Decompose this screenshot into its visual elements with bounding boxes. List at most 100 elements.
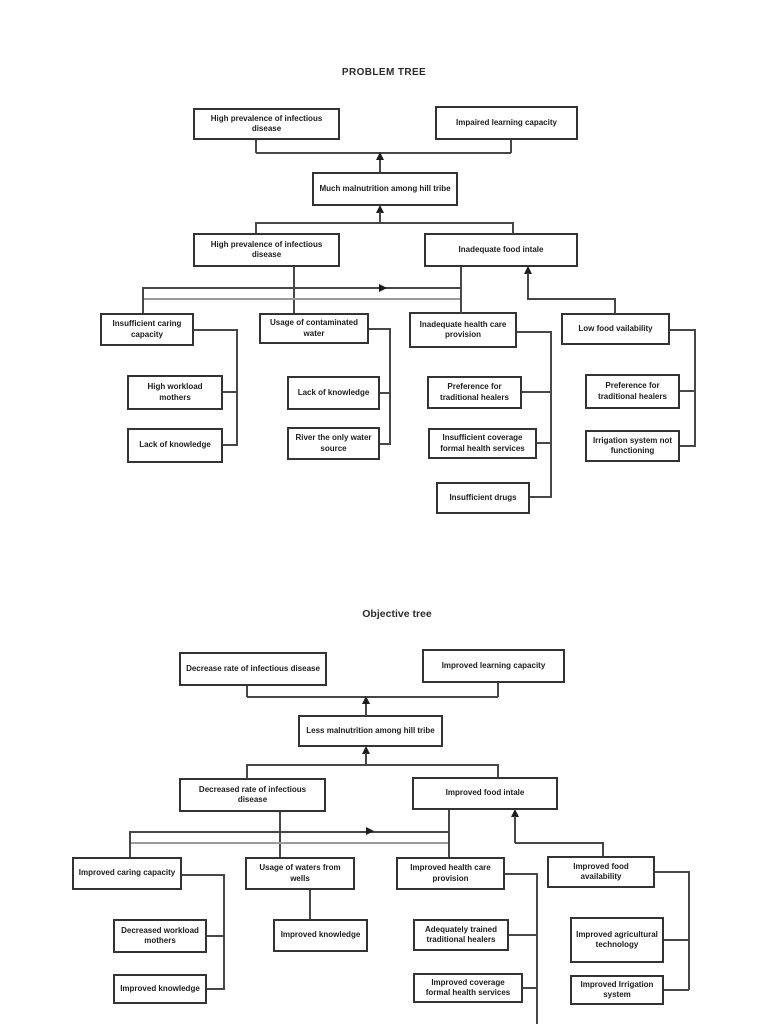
node-core-problem: Much malnutrition among hill tribe xyxy=(312,172,458,206)
connector-line xyxy=(246,764,248,779)
arrowhead-right xyxy=(379,284,387,292)
connector-line xyxy=(365,753,367,765)
connector-line xyxy=(256,222,513,224)
connector-line xyxy=(389,328,391,445)
connector-line xyxy=(379,212,381,224)
connector-line xyxy=(602,842,604,856)
node-obj-sub-knowledge-caring: Improved knowledge xyxy=(113,974,207,1004)
connector-line xyxy=(460,267,462,313)
connector-line xyxy=(664,939,689,941)
node-cause-water: Usage of contaminated water xyxy=(259,313,369,344)
node-cause-disease: High prevalence of infectious disease xyxy=(193,233,340,267)
node-result-disease: Decreased rate of infectious disease xyxy=(179,778,326,812)
node-sub-knowledge-water: Lack of knowledge xyxy=(287,376,380,410)
node-sub-agri-tech: Improved agricultural technology xyxy=(570,917,664,963)
connector-line xyxy=(223,391,238,393)
connector-line xyxy=(497,683,499,697)
connector-line xyxy=(537,442,552,444)
node-sub-irrigation: Irrigation system not functioning xyxy=(585,430,680,462)
connector-line xyxy=(680,390,696,392)
node-sub-healers-health: Preference for traditional healers xyxy=(427,376,522,409)
arrowhead-up xyxy=(376,152,384,160)
connector-line xyxy=(207,935,224,937)
connector-line xyxy=(142,287,144,313)
connector-line xyxy=(664,989,689,991)
connector-line xyxy=(527,273,529,300)
node-means-food-avail: Improved food availability xyxy=(547,856,655,888)
connector-line xyxy=(223,444,238,446)
connector-line xyxy=(497,764,499,778)
connector-line xyxy=(380,443,391,445)
connector-line xyxy=(670,329,696,331)
node-sub-knowledge-caring: Lack of knowledge xyxy=(127,428,223,463)
connector-line xyxy=(514,816,516,843)
node-means-caring: Improved caring capacity xyxy=(72,857,182,890)
node-obj-effect-learning: Improved learning capacity xyxy=(422,649,565,683)
node-cause-food-avail: Low food vailability xyxy=(561,313,670,345)
connector-line xyxy=(688,871,690,990)
connector-line xyxy=(130,831,449,833)
node-sub-workload: High workload mothers xyxy=(127,375,223,410)
connector-line xyxy=(279,812,281,857)
connector-line xyxy=(369,328,391,330)
arrowhead-up xyxy=(362,746,370,754)
connector-line xyxy=(246,686,248,697)
arrowhead-up xyxy=(524,266,532,274)
node-cause-health: Inadequate health care provision xyxy=(409,312,517,348)
node-sub-river: River the only water source xyxy=(287,427,380,460)
connector-line xyxy=(505,873,538,875)
node-sub-trained-healers: Adequately trained traditional healers xyxy=(413,919,509,951)
connector-line xyxy=(236,329,238,446)
node-obj-sub-irrigation: Improved Irrigation system xyxy=(570,975,664,1005)
connector-line xyxy=(614,298,616,314)
objective-tree-title: Objective tree xyxy=(362,608,432,620)
connector-line xyxy=(522,391,552,393)
connector-line xyxy=(379,160,381,173)
connector-line xyxy=(247,696,498,698)
node-effect-disease: High prevalence of infectious disease xyxy=(193,108,340,140)
arrowhead-up xyxy=(376,205,384,213)
connector-line xyxy=(517,331,552,333)
connector-line xyxy=(509,934,537,936)
connector-line xyxy=(528,298,616,300)
connector-line xyxy=(694,329,696,447)
node-obj-sub-coverage: Improved coverage formal health services xyxy=(413,973,523,1003)
connector-line xyxy=(510,140,512,153)
connector-line xyxy=(530,496,552,498)
node-obj-sub-knowledge-water: Improved knowledge xyxy=(273,919,368,952)
node-means-health: Improved health care provision xyxy=(396,857,505,890)
node-cause-caring: Insufficient caring capacity xyxy=(100,313,194,346)
connector-line xyxy=(255,140,257,153)
node-effect-learning: Impaired learning capacity xyxy=(435,106,578,140)
node-sub-coverage: Insufficient coverage formal health serv… xyxy=(428,428,537,459)
problem-tree-title: PROBLEM TREE xyxy=(341,67,427,78)
node-sub-healers-food: Preference for traditional healers xyxy=(585,374,680,409)
connector-line xyxy=(515,842,603,844)
connector-line xyxy=(380,392,391,394)
connector-line xyxy=(293,267,295,313)
node-sub-drugs: Insufficient drugs xyxy=(436,482,530,514)
connector-line xyxy=(536,873,538,1024)
connector-line xyxy=(194,329,238,331)
connector-line xyxy=(655,871,690,873)
arrowhead-right xyxy=(366,827,374,835)
arrowhead-up xyxy=(362,696,370,704)
connector-line xyxy=(143,287,461,289)
connector-line xyxy=(309,890,311,919)
connector-line xyxy=(550,331,552,498)
connector-line xyxy=(512,222,514,234)
connector-line xyxy=(130,842,449,844)
connector-line xyxy=(365,704,367,716)
connector-line xyxy=(182,874,225,876)
connector-line xyxy=(129,831,131,857)
node-core-objective: Less malnutrition among hill tribe xyxy=(298,715,443,747)
connector-line xyxy=(523,987,537,989)
connector-line xyxy=(223,874,225,990)
node-obj-effect-disease: Decrease rate of infectious disease xyxy=(179,652,327,686)
node-means-water: Usage of waters from wells xyxy=(245,857,355,890)
arrowhead-up xyxy=(511,809,519,817)
connector-line xyxy=(680,445,696,447)
connector-line xyxy=(448,810,450,857)
connector-line xyxy=(143,298,461,300)
connector-line xyxy=(207,988,224,990)
